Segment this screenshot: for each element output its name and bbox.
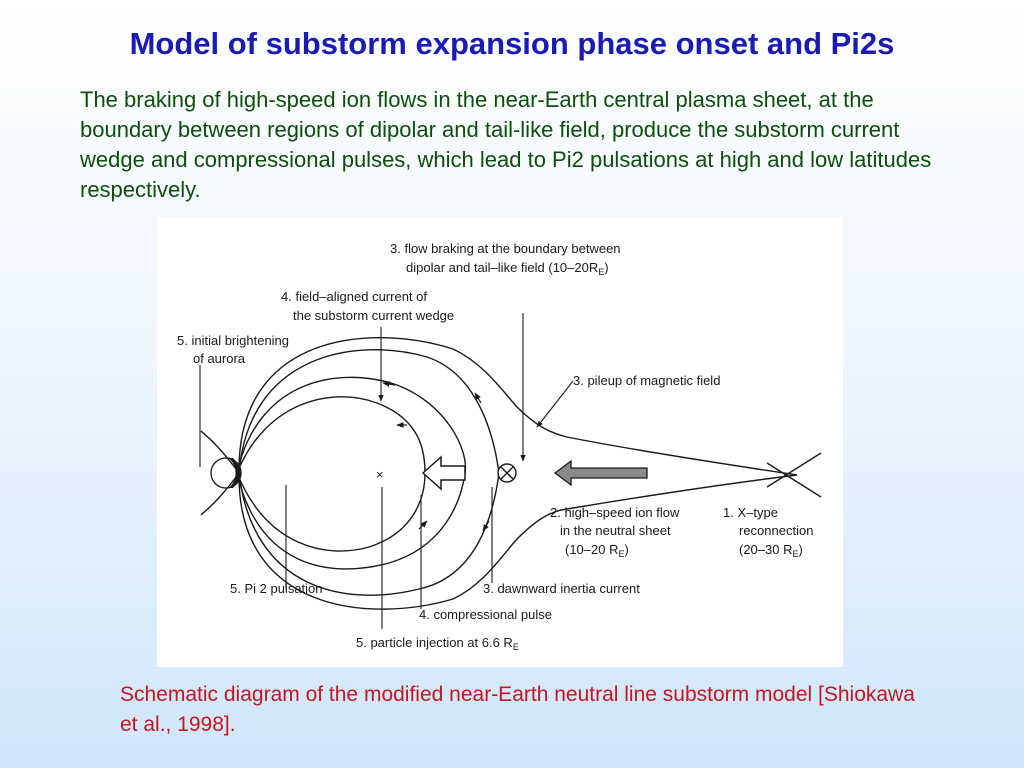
label-xtype-1: 1. X–type xyxy=(723,505,778,520)
label-aurora-1: 5. initial brightening xyxy=(177,333,289,348)
inner-field-line xyxy=(236,396,426,552)
upper-tail-line xyxy=(238,336,798,476)
current-into-page-icon xyxy=(497,463,517,483)
figure-caption: Schematic diagram of the modified near-E… xyxy=(120,683,915,736)
injection-mark: × xyxy=(376,467,384,482)
label-aurora-2: of aurora xyxy=(193,351,246,366)
slide-title: Model of substorm expansion phase onset … xyxy=(129,26,895,61)
flow-braking-arrow xyxy=(421,455,466,491)
intro-paragraph: The braking of high-speed ion flows in t… xyxy=(80,87,932,202)
label-ion-flow-1: 2. high–speed ion flow xyxy=(550,505,680,520)
label-pi2: 5. Pi 2 pulsation xyxy=(230,581,323,596)
x-line-upper xyxy=(766,452,822,488)
label-flow-braking-2: dipolar and tail–like field (10–20RE) xyxy=(406,260,609,277)
substorm-diagram: × 3. flow braking at the boundary betwee… xyxy=(177,241,822,652)
high-speed-flow-arrow xyxy=(553,459,648,487)
x-line-lower xyxy=(766,462,822,498)
label-ion-flow-2: in the neutral sheet xyxy=(560,523,671,538)
label-ion-flow-3: (10–20 RE) xyxy=(565,542,629,559)
label-inertia: 3. dawnward inertia current xyxy=(483,581,640,596)
label-flow-braking-1: 3. flow braking at the boundary between xyxy=(390,241,621,256)
label-compressional: 4. compressional pulse xyxy=(419,607,552,622)
leader-lines xyxy=(199,313,574,629)
label-fac-2: the substorm current wedge xyxy=(293,308,454,323)
label-xtype-2: reconnection xyxy=(739,523,813,538)
lower-tail-line xyxy=(238,472,798,610)
label-xtype-3: (20–30 RE) xyxy=(739,542,803,559)
label-pileup: 3. pileup of magnetic field xyxy=(573,373,720,388)
diagram-panel: × 3. flow braking at the boundary betwee… xyxy=(157,217,843,667)
flow-arrows xyxy=(382,381,490,532)
label-fac-1: 4. field–aligned current of xyxy=(281,289,427,304)
label-injection: 5. particle injection at 6.6 RE xyxy=(356,635,519,652)
